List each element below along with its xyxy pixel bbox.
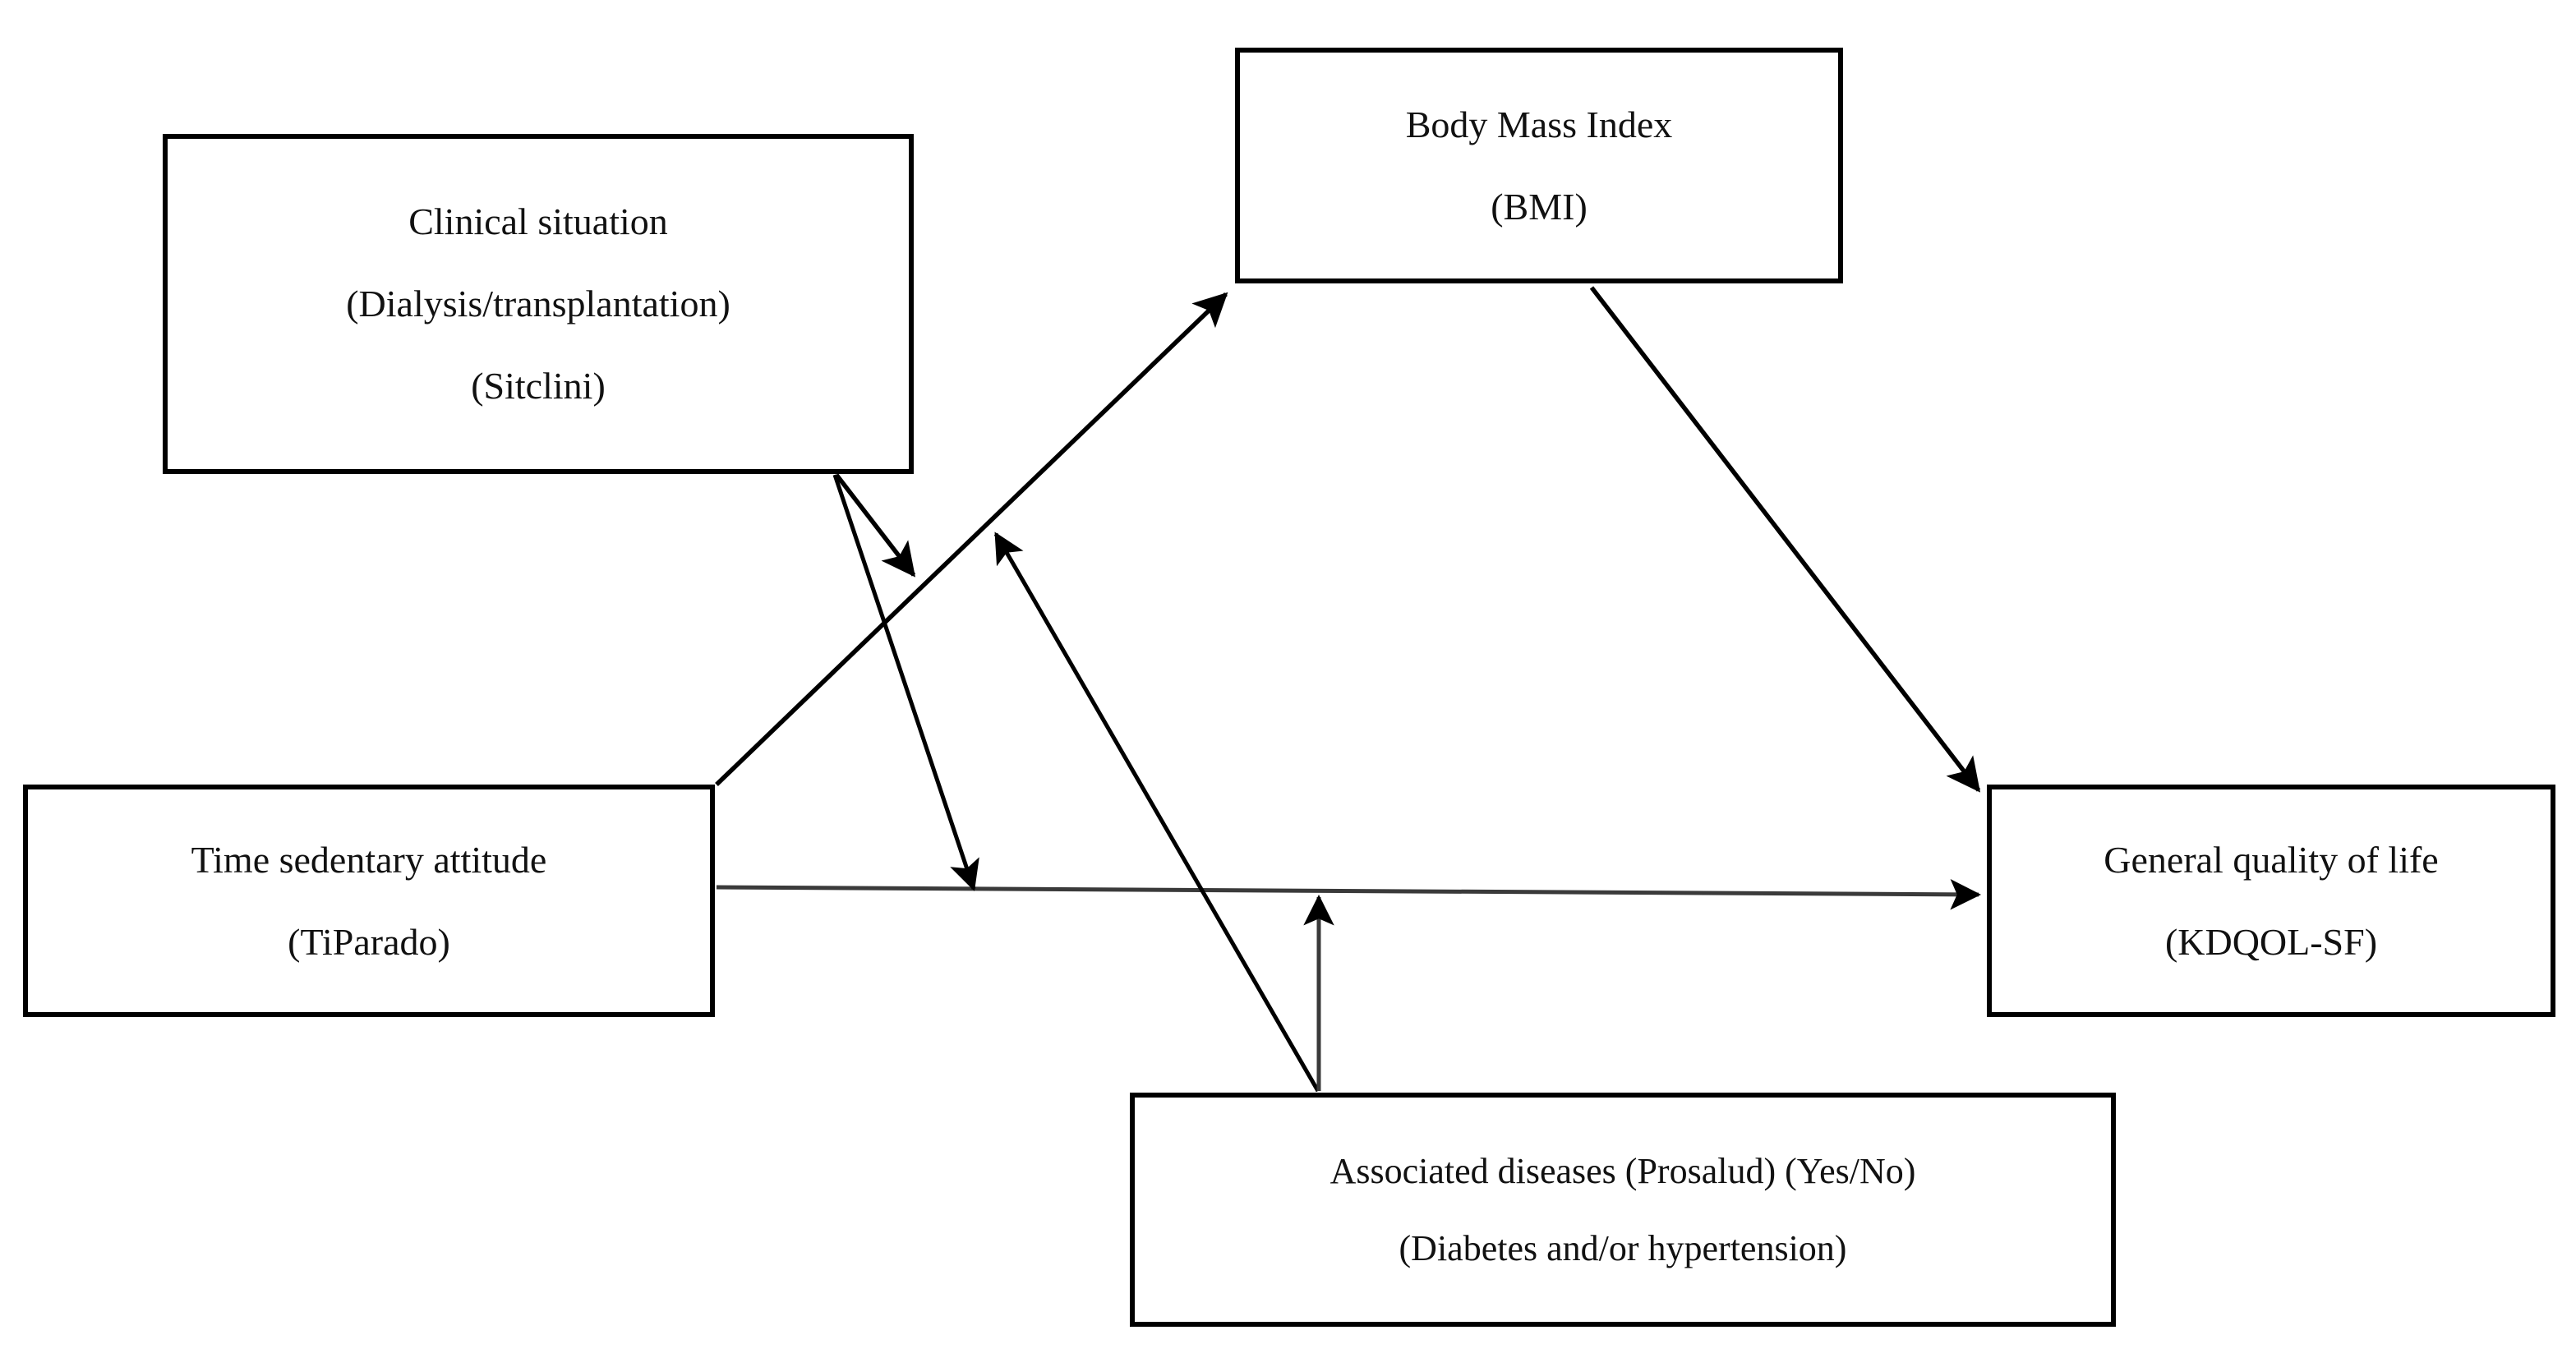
node-time-sedentary-attitude[interactable]: Time sedentary attitude (TiParado) xyxy=(23,785,715,1017)
node-body-mass-index-line-1: Body Mass Index xyxy=(1405,103,1673,145)
node-associated-diseases-line-1: Associated diseases (Prosalud) (Yes/No) xyxy=(1329,1150,1916,1191)
node-body-mass-index-line-2: (BMI) xyxy=(1491,185,1588,228)
node-general-quality-of-life-line-2: (KDQOL-SF) xyxy=(2164,920,2378,963)
edge-tiparado-to-kdqol xyxy=(716,879,1981,910)
node-general-quality-of-life[interactable]: General quality of life (KDQOL-SF) xyxy=(1987,785,2555,1017)
edge-bmi-to-kdqol xyxy=(1589,286,1981,793)
node-clinical-situation-line-2: (Dialysis/transplantation) xyxy=(346,283,730,324)
node-clinical-situation-line-1: Clinical situation xyxy=(408,200,668,242)
node-associated-diseases-line-2: (Diabetes and/or hypertension) xyxy=(1399,1227,1847,1268)
node-body-mass-index[interactable]: Body Mass Index (BMI) xyxy=(1235,48,1843,283)
node-associated-diseases[interactable]: Associated diseases (Prosalud) (Yes/No) … xyxy=(1130,1093,2116,1327)
edge-sitclini-short xyxy=(834,473,916,578)
edge-sitclini-long xyxy=(832,474,979,891)
edge-prosalud-to-bmi-line xyxy=(993,532,1320,1093)
node-general-quality-of-life-line-1: General quality of life xyxy=(2104,838,2439,881)
node-time-sedentary-attitude-line-1: Time sedentary attitude xyxy=(191,838,547,881)
node-time-sedentary-attitude-line-2: (TiParado) xyxy=(288,920,450,963)
node-clinical-situation[interactable]: Clinical situation (Dialysis/transplanta… xyxy=(163,134,914,474)
node-clinical-situation-line-3: (Sitclini) xyxy=(471,365,606,407)
